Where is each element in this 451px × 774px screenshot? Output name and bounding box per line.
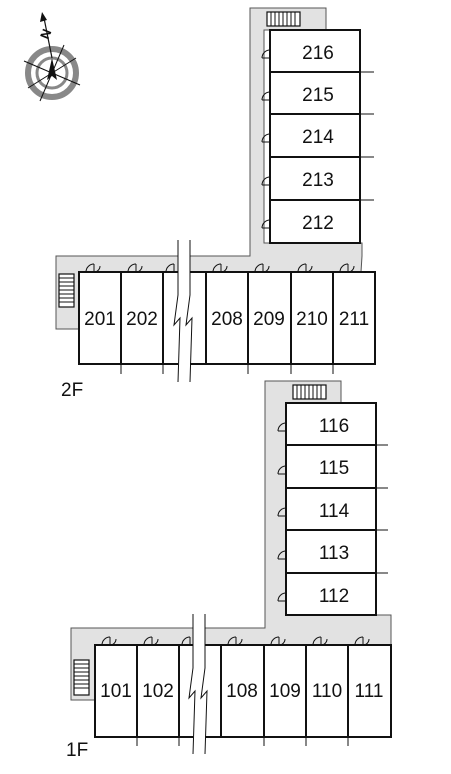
stairs-1f-left bbox=[73, 659, 90, 696]
unit-215: 215 bbox=[269, 71, 374, 115]
stairs-1f-top bbox=[292, 384, 327, 400]
unit-208: 208 bbox=[205, 271, 249, 365]
unit-211: 211 bbox=[332, 271, 376, 365]
compass-rose-icon bbox=[23, 12, 81, 102]
unit-211-label: 211 bbox=[339, 309, 369, 330]
unit-201: 201 bbox=[78, 271, 122, 365]
unit-113: 113 bbox=[285, 529, 388, 574]
unit-214: 214 bbox=[269, 113, 374, 158]
compass-north-label: N bbox=[37, 27, 54, 41]
unit-114-label: 114 bbox=[319, 501, 350, 522]
unit-201-label: 201 bbox=[84, 309, 116, 330]
unit-116-label: 116 bbox=[319, 416, 349, 437]
unit-102-label: 102 bbox=[142, 681, 174, 702]
row-doors-1f bbox=[101, 636, 370, 646]
unit-108: 108 bbox=[220, 644, 265, 738]
unit-209: 209 bbox=[247, 271, 292, 365]
row-doors-2f bbox=[85, 263, 355, 273]
wing-doors-2f bbox=[261, 49, 271, 229]
wing-doors-1f bbox=[277, 422, 287, 602]
unit-109: 109 bbox=[263, 644, 307, 738]
break-2f bbox=[162, 240, 207, 383]
unit-210: 210 bbox=[290, 271, 334, 365]
unit-216: 216 bbox=[269, 29, 374, 73]
stairs-2f-top bbox=[266, 11, 301, 27]
unit-101-label: 101 bbox=[100, 681, 132, 702]
unit-213-label: 213 bbox=[302, 170, 334, 191]
unit-115: 115 bbox=[285, 444, 388, 489]
unit-112-label: 112 bbox=[319, 586, 349, 607]
unit-212-label: 212 bbox=[302, 213, 334, 234]
unit-111-label: 111 bbox=[355, 681, 384, 702]
unit-216-label: 216 bbox=[302, 43, 334, 64]
row-ticks-1f bbox=[136, 737, 349, 746]
unit-210-label: 210 bbox=[296, 309, 328, 330]
unit-209-label: 209 bbox=[253, 309, 285, 330]
unit-110: 110 bbox=[305, 644, 349, 738]
unit-110-label: 110 bbox=[312, 681, 342, 702]
unit-113-label: 113 bbox=[319, 543, 349, 564]
floor-label-2f: 2F bbox=[61, 380, 83, 401]
unit-112: 112 bbox=[285, 572, 377, 616]
unit-101: 101 bbox=[94, 644, 138, 738]
stairs-2f-left bbox=[58, 273, 75, 308]
unit-102: 102 bbox=[136, 644, 180, 738]
unit-214-label: 214 bbox=[302, 127, 334, 148]
unit-111: 111 bbox=[347, 644, 392, 738]
unit-115-label: 115 bbox=[319, 458, 349, 479]
unit-202: 202 bbox=[120, 271, 164, 365]
floor-label-1f: 1F bbox=[66, 740, 88, 761]
unit-109-label: 109 bbox=[269, 681, 301, 702]
unit-212: 212 bbox=[269, 199, 361, 244]
unit-215-label: 215 bbox=[302, 85, 334, 106]
row-ticks-2f bbox=[120, 364, 334, 374]
break-1f bbox=[178, 614, 222, 755]
floor-1f: 116 115 114 113 112 bbox=[66, 380, 392, 761]
unit-208-label: 208 bbox=[211, 309, 243, 330]
unit-108-label: 108 bbox=[226, 681, 258, 702]
unit-213: 213 bbox=[269, 156, 374, 201]
unit-114: 114 bbox=[285, 487, 388, 531]
unit-202-label: 202 bbox=[126, 309, 158, 330]
floor-2f: 216 215 214 213 212 bbox=[55, 7, 376, 401]
unit-116: 116 bbox=[285, 402, 388, 446]
